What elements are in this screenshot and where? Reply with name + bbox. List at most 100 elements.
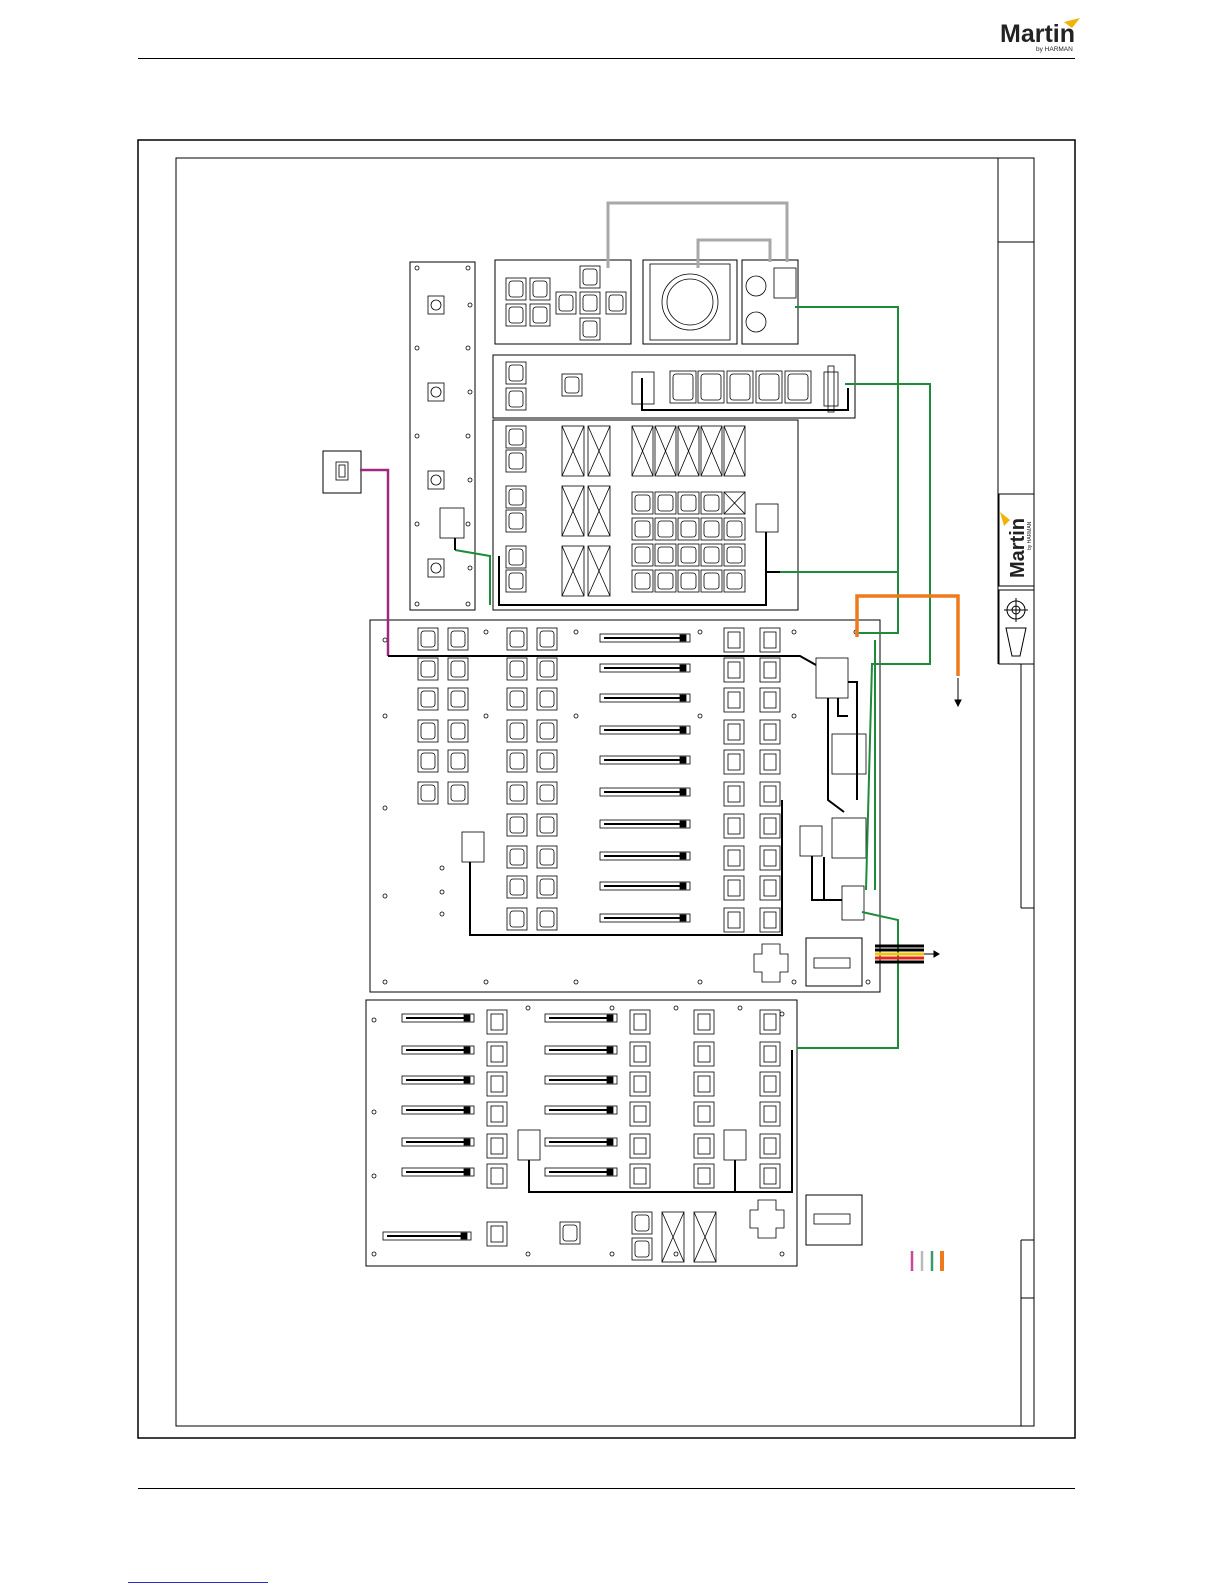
screw-hole <box>440 866 444 870</box>
channel-button <box>760 1042 780 1066</box>
key-cap <box>635 547 650 563</box>
fader-knob <box>680 883 686 889</box>
key-cap <box>583 269 597 285</box>
key-cap <box>451 753 465 769</box>
board-box <box>462 832 484 862</box>
screw-hole <box>526 1006 530 1010</box>
key-cap <box>583 321 597 337</box>
sub-board-upper <box>806 938 862 986</box>
screw-hole <box>574 714 578 718</box>
key-cap <box>540 817 554 833</box>
channel-button-cap <box>764 850 776 866</box>
board-box <box>800 826 822 856</box>
channel-button-cap <box>764 754 776 770</box>
channel-button <box>487 1010 507 1034</box>
key-cap <box>510 879 524 895</box>
screw-hole <box>440 912 444 916</box>
channel-button-cap <box>764 1014 776 1030</box>
screw-hole <box>698 630 702 634</box>
board-box <box>518 1130 540 1160</box>
screw-hole <box>792 630 796 634</box>
screw-hole <box>866 980 870 984</box>
channel-button-cap <box>491 1046 503 1062</box>
display-key <box>670 371 696 403</box>
key-cap <box>681 547 696 563</box>
encoder-housing <box>428 296 444 314</box>
key-cap <box>635 521 650 537</box>
screw-hole <box>484 630 488 634</box>
channel-button-cap <box>764 1106 776 1122</box>
key-cap <box>704 495 719 511</box>
screw-hole <box>526 1252 530 1256</box>
main-button-panel <box>493 420 798 610</box>
channel-button <box>694 1072 714 1096</box>
channel-button-cap <box>764 724 776 740</box>
wire-legend <box>912 1251 942 1271</box>
display-key <box>727 371 753 403</box>
key-cap <box>635 1215 649 1231</box>
key-cap <box>540 849 554 865</box>
channel-button <box>724 782 744 806</box>
channel-button <box>724 814 744 838</box>
screw-hole <box>484 980 488 984</box>
fader-knob <box>464 1139 470 1145</box>
fader-knob <box>607 1107 613 1113</box>
channel-button-cap <box>728 662 740 678</box>
channel-button-cap <box>698 1168 710 1184</box>
channel-button-cap <box>764 1168 776 1184</box>
joystick-cross <box>750 1200 784 1238</box>
magenta-wire <box>360 470 388 656</box>
key-cap <box>540 911 554 927</box>
display-key-cap <box>701 374 721 400</box>
key-cap <box>421 631 435 647</box>
key-cap <box>563 1225 577 1241</box>
channel-button <box>760 628 780 652</box>
title-block-logo-icon: Martin by HARMAN <box>1000 512 1033 578</box>
key-cap <box>509 549 523 565</box>
screw-hole <box>574 980 578 984</box>
channel-button <box>630 1010 650 1034</box>
channel-button-cap <box>728 912 740 928</box>
screw-hole <box>610 1006 614 1010</box>
key-cap <box>509 307 523 323</box>
trackball-ring <box>662 274 718 330</box>
channel-button <box>694 1010 714 1034</box>
key-cap <box>421 661 435 677</box>
sub-board-lower <box>806 1195 862 1245</box>
board-box <box>440 508 464 538</box>
screw-hole <box>466 602 470 606</box>
board-box <box>842 886 864 920</box>
encoder-knob <box>431 475 441 485</box>
key-cap <box>681 495 696 511</box>
channel-button-cap <box>764 786 776 802</box>
display-key-cap <box>673 374 693 400</box>
key-cap <box>540 785 554 801</box>
key-cap <box>559 295 573 311</box>
screw-hole <box>468 390 472 394</box>
screw-hole <box>372 1174 376 1178</box>
fader-knob <box>607 1077 613 1083</box>
drawing-frames <box>138 140 1075 1438</box>
channel-button <box>694 1042 714 1066</box>
channel-button-cap <box>728 818 740 834</box>
board-box <box>756 504 778 532</box>
key-cap <box>635 1241 649 1257</box>
screw-hole <box>415 266 419 270</box>
channel-button-cap <box>491 1106 503 1122</box>
channel-button <box>694 1134 714 1158</box>
channel-button-cap <box>634 1106 646 1122</box>
channel-button-cap <box>764 662 776 678</box>
channel-button <box>630 1072 650 1096</box>
display-key <box>698 371 724 403</box>
encoder-knob <box>431 300 441 310</box>
fader-knob <box>607 1047 613 1053</box>
screw-hole <box>780 1012 784 1016</box>
key-cap <box>510 849 524 865</box>
screw-hole <box>698 980 702 984</box>
key-cap <box>540 631 554 647</box>
usb-port-inner <box>339 465 345 477</box>
key-cap <box>510 661 524 677</box>
channel-button-cap <box>634 1076 646 1092</box>
key-cap <box>421 691 435 707</box>
